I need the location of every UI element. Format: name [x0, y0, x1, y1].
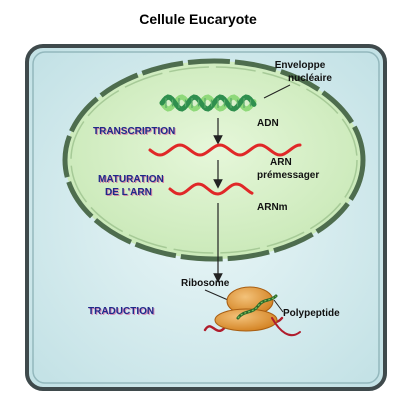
transcription-label: TRANSCRIPTION [93, 126, 175, 137]
nuclear-envelope-inner [70, 66, 358, 254]
polypeptide-pointer [273, 299, 284, 313]
envelope-label-line1: Enveloppe [275, 60, 326, 71]
ribosome-label: Ribosome [181, 278, 230, 289]
mrna-strand [168, 182, 254, 196]
mrna-label: ARNm [257, 202, 288, 213]
polypeptide-chain [236, 294, 278, 320]
transcription-label-shadow: TRANSCRIPTION [94, 127, 176, 138]
translation-label: TRADUCTION [88, 306, 154, 317]
dna-label: ADN [257, 118, 279, 129]
pre-mrna-label-line2: prémessager [257, 170, 319, 181]
pre-mrna-strand [148, 143, 302, 157]
cell-membrane-inner-edge [32, 51, 380, 384]
diagram-title: Cellule Eucaryote [139, 11, 257, 27]
translation-label-shadow: TRADUCTION [89, 307, 155, 318]
dna-helix [159, 94, 257, 112]
pre-mrna-label-line1: ARN [270, 157, 292, 168]
envelope-pointer [263, 84, 291, 99]
ribosome-pointer [204, 289, 229, 301]
envelope-label-line2: nucléaire [288, 73, 332, 84]
nuclear-envelope [62, 58, 366, 262]
maturation-label-line1: MATURATION [98, 174, 164, 185]
ribosome [203, 286, 301, 337]
maturation-label-line2-shadow: DE L'ARN [106, 188, 153, 199]
nucleus [65, 61, 363, 259]
maturation-label-line1-shadow: MATURATION [99, 175, 165, 186]
polypeptide-label: Polypeptide [283, 308, 340, 319]
ribosome-small-subunit [214, 308, 278, 332]
maturation-label-line2: DE L'ARN [105, 187, 152, 198]
ribosome-mrna-tail [271, 317, 301, 337]
